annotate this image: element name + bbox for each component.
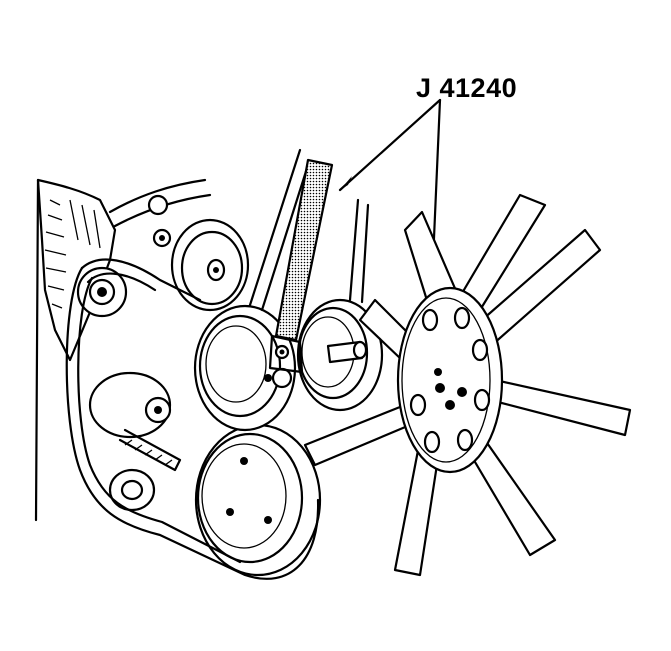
alternator <box>34 178 128 522</box>
belt-tensioner <box>88 371 182 512</box>
crankshaft-pulley <box>194 423 322 577</box>
serpentine-belt <box>65 148 370 580</box>
power-steering-pulley <box>296 298 384 412</box>
water-pump-pulley <box>193 304 297 432</box>
idler-pulley <box>170 218 250 312</box>
cooling-fan <box>303 193 632 577</box>
coolant-hose <box>108 178 212 248</box>
tool-callout-label: J 41240 <box>416 73 518 103</box>
